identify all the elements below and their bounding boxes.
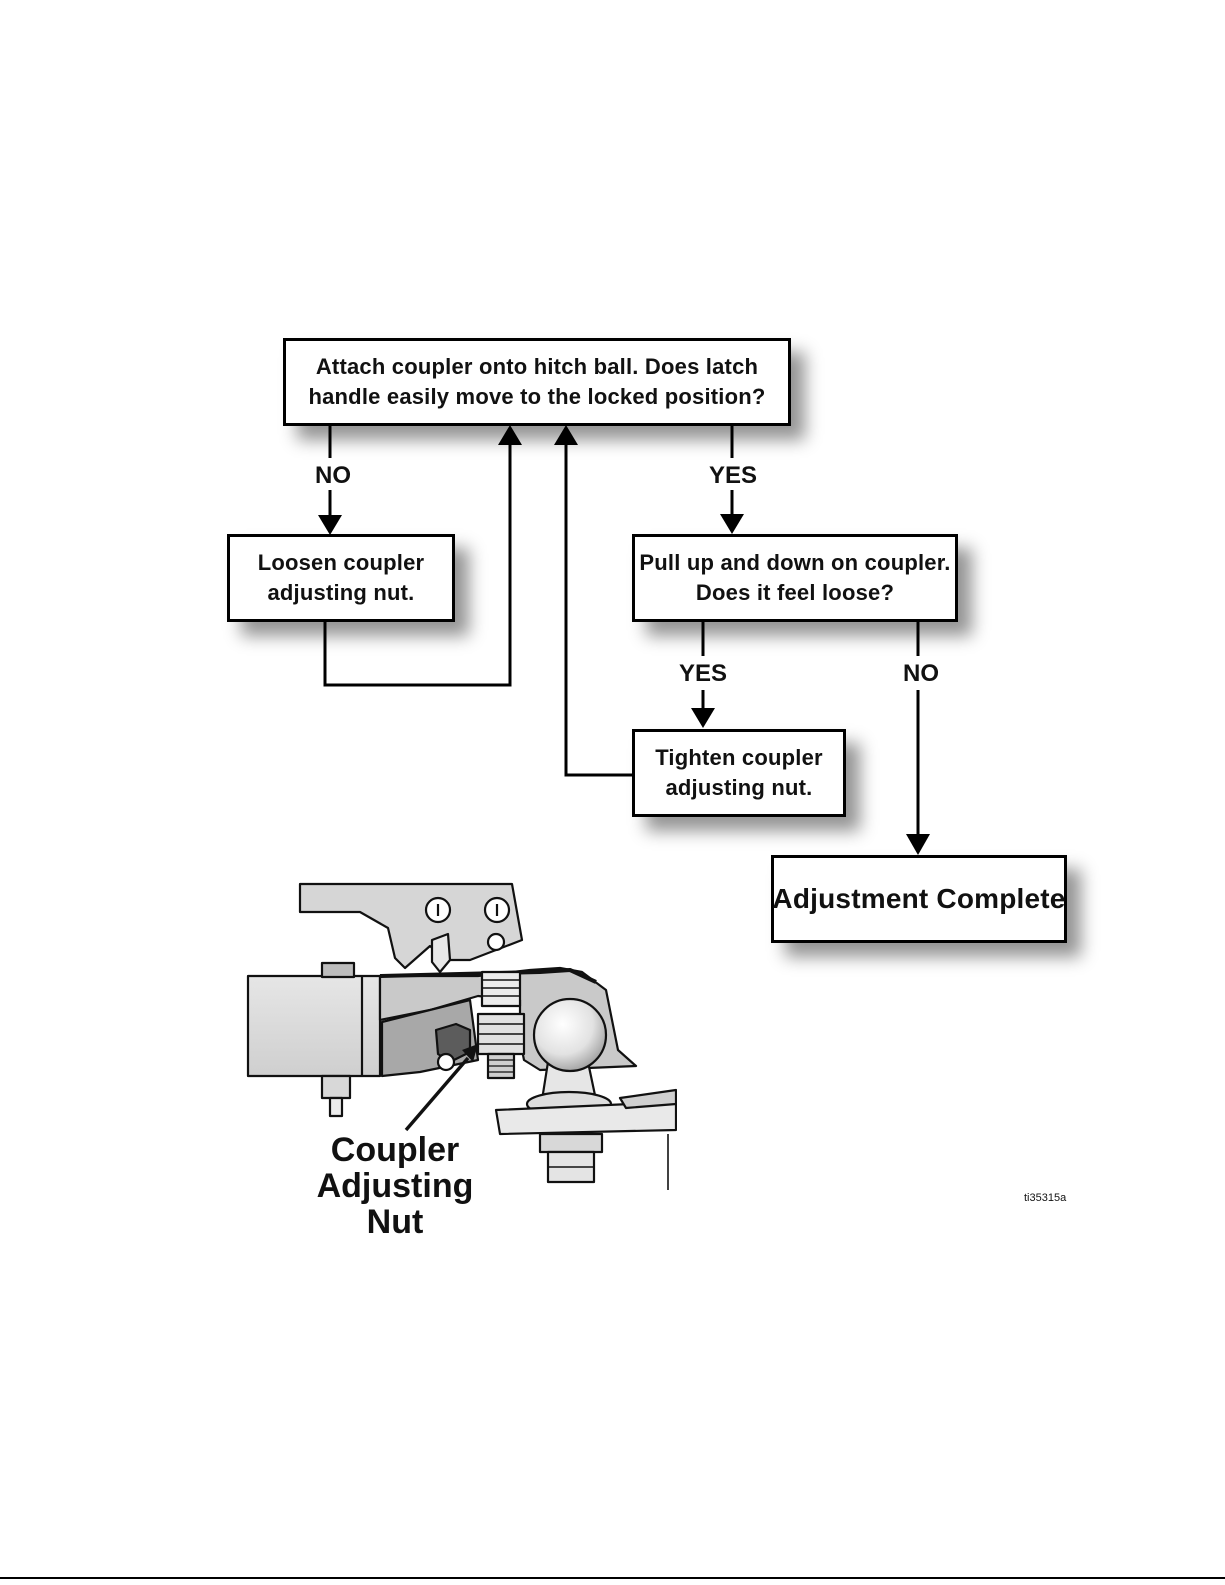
adjusting-stud-top [482,972,520,1006]
callout-line-1: Coupler [285,1132,505,1168]
pivot-pin [438,1054,454,1070]
callout-line-2: Adjusting Nut [285,1168,505,1240]
ball-mount-bracket [620,1090,676,1108]
latch-handle [300,884,522,968]
lower-bolt-shank [330,1098,342,1116]
latch-hole [488,934,504,950]
top-bolt [322,963,354,977]
lower-bolt-head [322,1076,350,1098]
latch-clip [432,934,450,972]
bottom-rule [0,1577,1225,1579]
hitch-ball [534,999,606,1071]
figure-id: ti35315a [1024,1192,1066,1204]
tongue-tube [248,976,380,1076]
ball-nut-washer [540,1134,602,1152]
callout-coupler-adjusting-nut: Coupler Adjusting Nut [285,1132,505,1240]
